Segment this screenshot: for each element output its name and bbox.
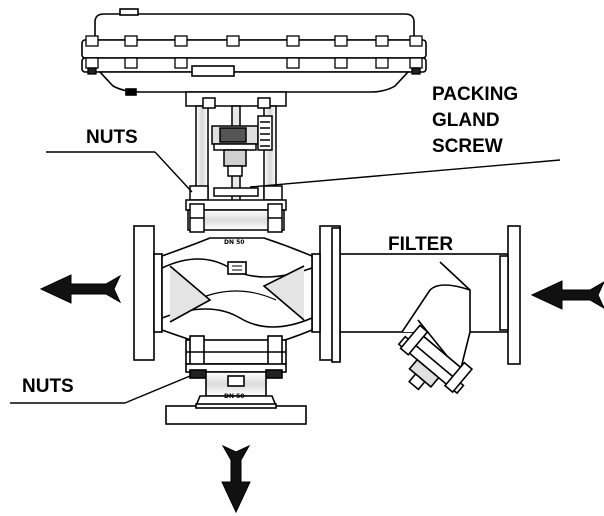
label-nuts-top: NUTS [86, 127, 138, 148]
strainer-flange-right [507, 225, 521, 365]
actuator-top-cover [94, 13, 415, 41]
bottom-nut-left [189, 369, 207, 379]
valve-body [133, 225, 341, 425]
strainer [331, 225, 521, 395]
actuator-top-plug [119, 8, 139, 16]
strainer-cap [397, 324, 474, 395]
actuator-vent-plug [125, 88, 137, 96]
label-screw: SCREW [432, 136, 503, 157]
body-flange-left [133, 225, 155, 361]
actuator [81, 8, 427, 96]
bonnet-flange [187, 209, 285, 231]
arrow-left-outlet [39, 274, 122, 304]
label-packing: PACKING [432, 84, 519, 105]
leader-nuts-bottom-diagonal [124, 375, 191, 404]
yoke-nut-left [189, 185, 209, 201]
arrow-left-inlet [530, 280, 604, 310]
flow-arrows [39, 274, 604, 514]
leader-packing-gland [249, 159, 561, 188]
marking-dn-outlet: DN 50 [224, 393, 245, 400]
yoke-nut-right [263, 185, 283, 201]
label-filter: FILTER [388, 234, 454, 255]
actuator-bolts [85, 35, 423, 75]
bottom-nut-right [265, 369, 283, 379]
actuator-nameplate [191, 65, 235, 77]
leader-nuts-top-diagonal [154, 151, 193, 193]
actuator-bottom-housing [98, 71, 410, 93]
leader-lines [10, 151, 561, 404]
travel-scale [257, 115, 273, 151]
yoke-top-plate [185, 91, 287, 107]
label-gland: GLAND [432, 110, 500, 131]
bonnet [185, 199, 287, 233]
arrow-down-outlet [221, 444, 251, 514]
label-nuts-bottom: NUTS [22, 376, 74, 397]
marking-dn-body: DN 50 [224, 239, 245, 246]
packing-gland [213, 187, 259, 197]
